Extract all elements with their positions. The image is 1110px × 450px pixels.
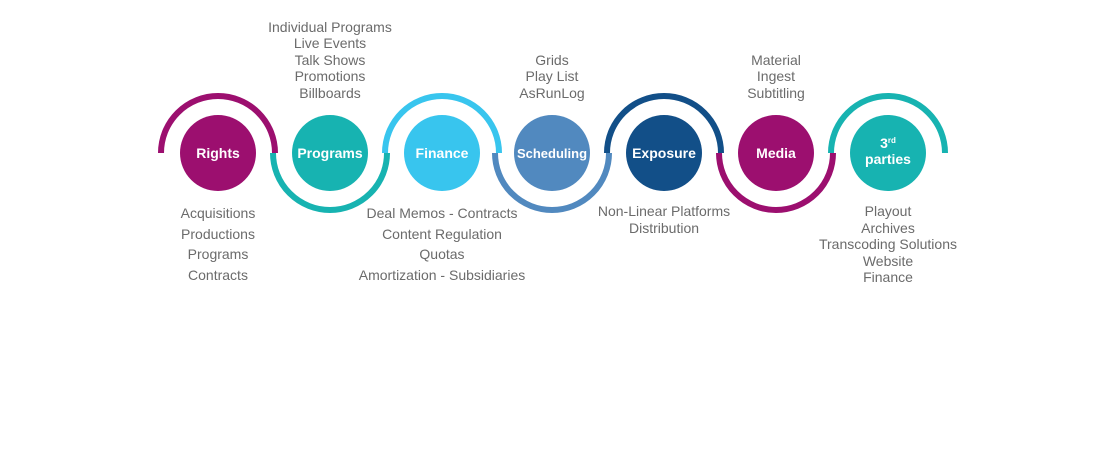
stage-arc-finance bbox=[382, 93, 502, 154]
stage-node-finance bbox=[404, 115, 480, 191]
caption-line: Archives bbox=[861, 219, 915, 236]
stage-label-scheduling: Scheduling bbox=[517, 146, 587, 161]
caption-line: Promotions bbox=[294, 68, 366, 84]
caption-line: Deal Memos - Contracts bbox=[366, 205, 518, 221]
stage-arc-media bbox=[716, 152, 836, 213]
caption-line: Quotas bbox=[419, 246, 465, 262]
stage-node-media bbox=[738, 115, 814, 191]
stage-arc-3rd-parties bbox=[828, 93, 948, 154]
stage-arc-programs bbox=[270, 152, 390, 213]
stage-arc-rights bbox=[158, 93, 278, 154]
stage-label-exposure: Exposure bbox=[632, 145, 696, 161]
caption-line: Acquisitions bbox=[180, 205, 256, 221]
stage-arc-exposure bbox=[604, 93, 724, 154]
caption-line: Finance bbox=[863, 269, 913, 285]
caption-line: Talk Shows bbox=[294, 51, 366, 68]
stage-label-rights: Rights bbox=[196, 145, 240, 161]
stage-arc-scheduling bbox=[492, 152, 612, 213]
caption-line: Contracts bbox=[188, 266, 248, 283]
stage-node-exposure bbox=[626, 115, 702, 191]
stage-label-finance: Finance bbox=[416, 145, 469, 161]
caption-line: Website bbox=[862, 252, 914, 269]
caption-line: Billboards bbox=[299, 84, 361, 101]
caption-line: Ingest bbox=[756, 68, 796, 84]
stage-node-scheduling bbox=[514, 115, 590, 191]
caption-line: Amortization - Subsidiaries bbox=[358, 266, 526, 283]
caption-line: Subtitling bbox=[747, 84, 805, 101]
caption-line: Programs bbox=[187, 246, 249, 262]
caption-line: Material bbox=[751, 51, 801, 68]
caption-line: Individual Programs bbox=[268, 18, 392, 35]
caption-line: Productions bbox=[181, 225, 255, 242]
caption-line: Play List bbox=[525, 68, 579, 84]
caption-line: Grids bbox=[535, 51, 569, 68]
stage-label-media: Media bbox=[756, 145, 796, 161]
caption-line: Non-Linear Platforms bbox=[597, 203, 731, 219]
caption-line: Playout bbox=[864, 203, 912, 219]
stage-node-programs bbox=[292, 115, 368, 191]
stage-label-programs: Programs bbox=[297, 145, 363, 161]
caption-line: Live Events bbox=[293, 35, 367, 51]
caption-line: Content Regulation bbox=[382, 225, 502, 242]
stage-node-3rd-parties bbox=[850, 115, 926, 191]
stage-node-rights bbox=[180, 115, 256, 191]
caption-line: AsRunLog bbox=[519, 84, 585, 101]
caption-line: Distribution bbox=[628, 219, 700, 236]
caption-line: Transcoding Solutions bbox=[818, 236, 957, 252]
